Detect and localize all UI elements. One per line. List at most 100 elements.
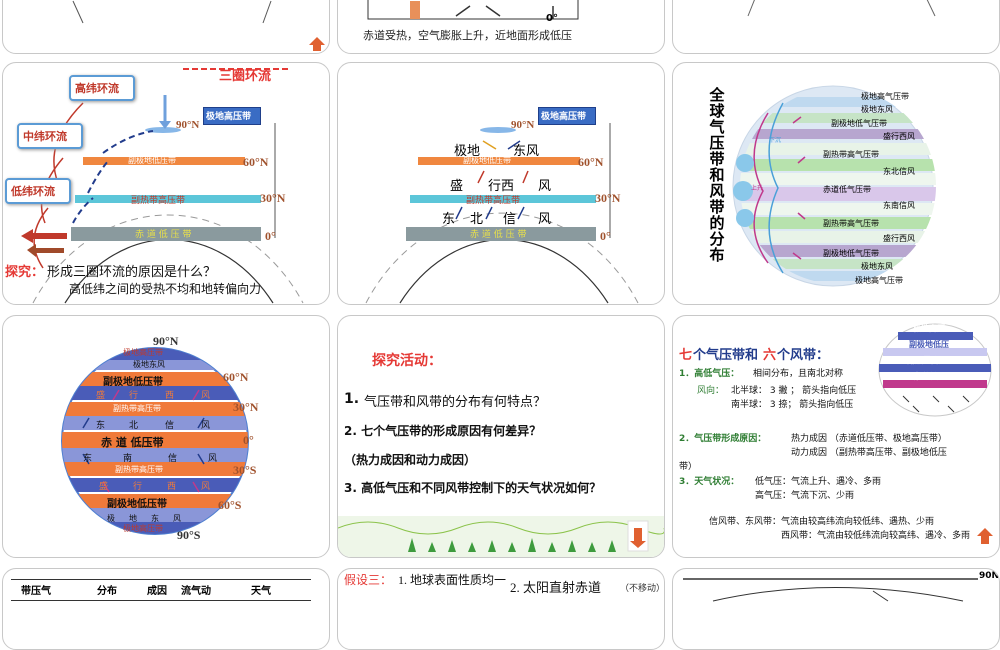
summary-table-header: 带压气 分布 成因 流气动 天气 [11,579,311,601]
title-char: 风 [709,182,725,200]
title-char: 布 [709,246,725,264]
slide5-belt-subpolar: 副极地低压带 [463,156,511,165]
slide-thumb-10[interactable]: 带压气 分布 成因 流气动 天气 [2,568,330,650]
wind-belts-half-diagram [365,123,639,304]
s7-lat-eq: 0° [243,433,254,447]
label-polar-east-s: 极地东风 [861,262,893,271]
slide9-title-mid: 个气压带和 [693,348,759,363]
hyp-label: 假设三： [344,573,393,587]
inset-label-subpolar-low: 副极地低压 [909,340,949,349]
callout-mid-cell: 中纬环流 [17,123,83,149]
label-se-trade: 东南信风 [883,201,915,210]
s9-l1-head: 1．高低气压： [679,369,740,379]
slide-thumb-11[interactable]: 假设三： 1. 地球表面性质均一 2. 太阳直射赤道 （不移动） [337,568,665,650]
th-airflow: 流气动 [181,586,211,597]
s7-lat-s60: 60°S [218,498,242,512]
title-char: 带 [709,150,725,168]
label-equator-low: 赤道低气压带 [823,185,871,194]
s7-belt-polar-high-s: 极地高压带 [123,524,163,533]
s7-west-3: 西 [165,391,175,401]
slide5-lat-60: 60°N [578,155,604,169]
wind-west-c: 风 [538,179,552,194]
s7-ps-2: 地 [129,514,137,523]
slide-thumb-9[interactable]: 七 个气压带和 六 个风带： 极地高压 副极地低压 副热带高压 赤道低压 1．高… [672,315,1000,558]
s7-lat-n60: 60°N [223,370,249,384]
label-subtropic-high-s: 副热带高气压带 [823,219,879,228]
slide8-q2-hint: （热力成因和动力成因） [344,453,477,467]
slide9-title-six: 六 [763,348,777,363]
s7-belt-polar-east-n: 极地东风 [133,360,165,369]
slide9-title-end: 个风带： [777,348,830,363]
slide-thumb-8[interactable]: 探究活动： 1. 气压带和风带的分布有何特点？ 2. 七个气压带的形成原因有何差… [337,315,665,558]
label-subpolar-low-s: 副极地低气压带 [823,249,879,258]
s7-ne-4: 风 [201,421,211,431]
slide12-lat-label: 90N [979,571,1000,581]
s7-ps-4: 风 [173,514,181,523]
grass-decoration [338,516,664,557]
s9-l1: 相间分布，且南北对称 [753,369,844,379]
s7-lat-n90: 90°N [153,334,179,348]
s7-belt-equator: 赤 道 低压带 [101,436,164,449]
label-subtropic-high: 副热带高气压带 [823,150,879,159]
slide6-vertical-title: 全 球 气 压 带 和 风 带 的 分 布 [707,87,727,263]
slide9-title-seven: 七 [679,348,693,363]
s7-lat-s90: 90°S [177,528,201,542]
polar-high-label: 极地高压带 [206,112,252,122]
slide-thumb-2[interactable]: 0° 赤道受热，空气膨胀上升，近地面形成低压 [337,0,665,54]
global-pressure-wind-diagram [732,85,936,287]
s7-ps-3: 东 [151,514,159,523]
slide-thumb-7[interactable]: 90°N 60°N 30°N 0° 30°S 60°S 90°S 极地高压带 极… [2,315,330,558]
slide-thumb-12[interactable]: 90N [672,568,1000,650]
s9-l2c: 带） [679,462,698,472]
polar-high-box: 极地高压带 [203,107,261,125]
title-char: 气 [709,118,725,136]
th-belt: 带压气 [21,586,51,597]
slide-thumb-1[interactable] [2,0,330,54]
slide-thumb-6[interactable]: 全 球 气 压 带 和 风 带 的 分 布 [672,62,1000,305]
slide5-lat-90: 90°N [511,119,535,131]
s7-ws-3: 西 [167,482,177,492]
label-westerly-s: 盛行西风 [883,234,915,243]
th-cause: 成因 [147,586,167,597]
slide-thumb-4[interactable]: 三圈环流 高纬环流 中纬环流 低纬环流 极地高压带 副极地低压带 副热带高压带 … [2,62,330,305]
th-distribution: 分布 [97,586,117,597]
s7-west-4: 风 [201,391,211,401]
slide12-diagram [683,578,978,602]
callout-high-cell: 高纬环流 [69,75,135,101]
title-char: 分 [709,230,725,248]
slide-thumb-5[interactable]: 极地高压带 90°N 60°N 30°N 0° 副极地低压带 副热带高压带 赤 … [337,62,665,305]
s9-l3a: 低气压：气流上升、遇冷、多雨 [755,477,882,487]
s9-l3d: 西风带：气流由较低纬流向较高纬、遇冷、多雨 [781,531,971,541]
slide5-polar-high-label: 极地高压带 [541,112,587,122]
inset-label-polar-high: 极地高压 [913,324,945,333]
s7-ws-1: 盛 [99,482,109,492]
s7-se-2: 南 [123,454,133,464]
callout-mid-label: 中纬环流 [23,130,67,143]
label-westerly: 盛行西风 [883,132,915,141]
s7-west-1: 盛 [96,391,106,401]
title-char: 的 [709,214,725,232]
belt-subtropic-label: 副热带高压带 [131,196,186,206]
lat-60-label: 60°N [243,155,269,169]
slide5-belt-equator: 赤 道 低 压 带 [470,230,527,240]
slide5-lat-0: 0° [600,229,611,243]
s7-lat-n30: 30°N [233,400,259,414]
inset-label-subtropic-high: 副热带高压 [907,356,947,365]
slide1-diagram [72,0,325,51]
th-weather: 天气 [251,586,271,597]
wind-polar-b: 东风 [513,144,540,159]
lat-30-label: 30°N [260,191,286,205]
wind-trade-c: 信 [503,212,517,227]
s7-belt-subtropic-n: 副热带高压带 [113,404,161,413]
hyp-item1: 1. 地球表面性质均一 [398,573,507,587]
label-polar-east: 极地东风 [861,105,893,114]
s9-l1b-n: 北半球： 3 撇 ； 箭头指向低压 [731,386,857,396]
slide5-belt-subtropic: 副热带高压带 [466,196,521,206]
s7-ne-2: 北 [129,421,139,431]
slide-thumb-3[interactable] [672,0,1000,54]
s7-belt-subpolar-n: 副极地低压带 [103,377,163,388]
slide8-q1-num: 1. [344,391,360,407]
s7-belt-polar-high-n: 极地高压带 [123,348,163,357]
s7-se-3: 信 [168,454,178,464]
three-cell-diagram [21,68,304,304]
